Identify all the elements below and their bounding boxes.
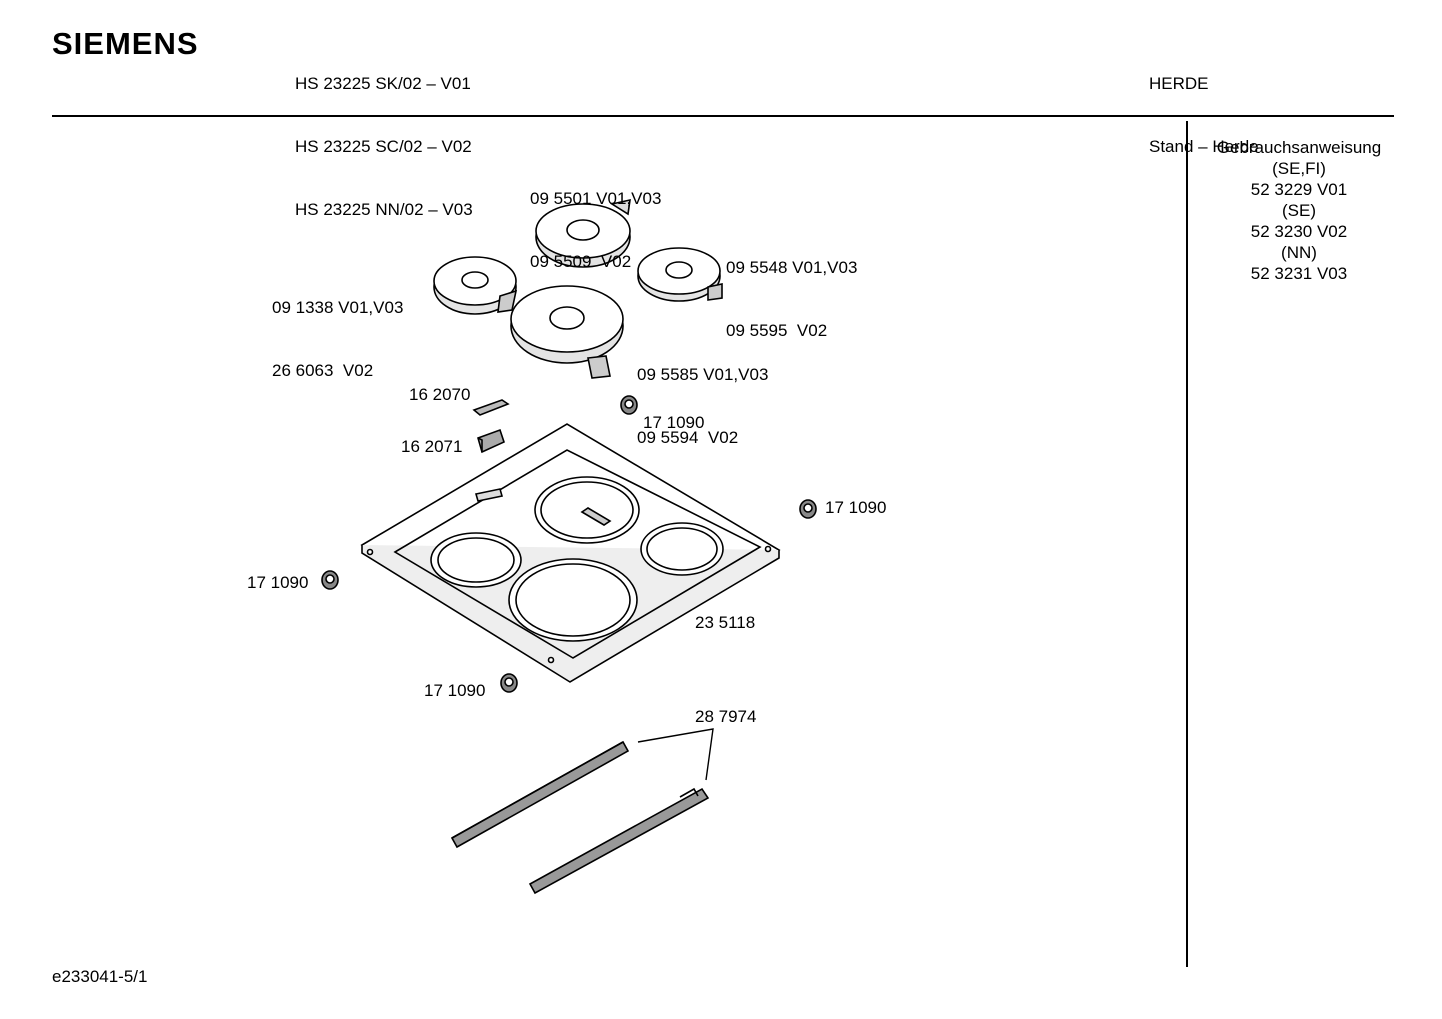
part-number: 09 5501 V01,V03 [530,189,662,208]
manual-entry: 52 3229 V01 [1250,180,1348,199]
model-line: HS 23225 SK/02 – V01 [295,74,471,93]
nut-left [321,570,339,590]
label-nut-top: 17 1090 [643,413,705,432]
nut-right [799,499,817,519]
model-list: HS 23225 SK/02 – V01 HS 23225 SC/02 – V0… [295,31,473,241]
hotplate-back-right [637,247,723,302]
part-number: 09 1338 V01,V03 [272,298,404,317]
manual-entry: 52 3231 V03 [1250,264,1348,283]
part-number: 09 5509 V02 [530,252,632,271]
label-rail: 28 7974 [695,707,757,726]
category-title: HERDE [1149,74,1209,93]
manual-entry: (NN) [1281,243,1317,262]
label-plate-back-top: 09 5501 V01,V03 09 5509 V02 [530,146,661,293]
label-nut-bottom: 17 1090 [424,681,486,700]
category-subtitle: Stand – Herde [1149,137,1259,156]
label-clip-bottom: 16 2071 [401,437,463,456]
hotplate-back-top [535,198,631,268]
label-plate-front-large: 09 5585 V01,V03 09 5594 V02 [637,322,768,469]
rail-upper [450,740,630,849]
model-line: HS 23225 SC/02 – V02 [295,137,472,156]
nut-top [620,395,638,415]
manual-entry: (SE,FI) [1272,159,1326,178]
label-nut-left: 17 1090 [247,573,309,592]
label-plate-left-small: 09 1338 V01,V03 26 6063 V02 [272,255,403,402]
nut-bottom [500,673,518,693]
label-nut-right: 17 1090 [825,498,887,517]
clip-top [472,399,510,416]
manual-entry: 52 3230 V02 [1250,222,1348,241]
part-number: 09 5548 V01,V03 [726,258,858,277]
exploded-diagram [321,198,817,895]
header-divider [52,115,1394,117]
label-plate-back-right: 09 5548 V01,V03 09 5595 V02 [726,215,857,362]
drawing-code: e233041-5/1 [52,967,148,986]
hotplate-front-large [510,285,624,379]
hob-top-frame [360,423,781,683]
part-number: 26 6063 V02 [272,361,374,380]
manual-entry: (SE) [1282,201,1316,220]
part-number: 09 5585 V01,V03 [637,365,769,384]
model-line: HS 23225 NN/02 – V03 [295,200,473,219]
sidebar-divider [1186,121,1188,967]
clip-bottom [477,428,505,454]
label-clip-top: 16 2070 [409,385,471,404]
hotplate-left-small [433,256,518,315]
rail-lower [528,787,710,895]
brand-logo: SIEMENS [52,26,199,61]
category-block: HERDE Stand – Herde [1149,31,1259,178]
leader-lines [637,728,714,781]
label-hob-top: 23 5118 [695,613,756,632]
manual-title: Gebrauchsanweisung [1216,138,1382,157]
part-number: 09 5595 V02 [726,321,828,340]
manual-panel: Gebrauchsanweisung (SE,FI) 52 3229 V01 (… [1196,137,1402,284]
part-number: 09 5594 V02 [637,428,739,447]
